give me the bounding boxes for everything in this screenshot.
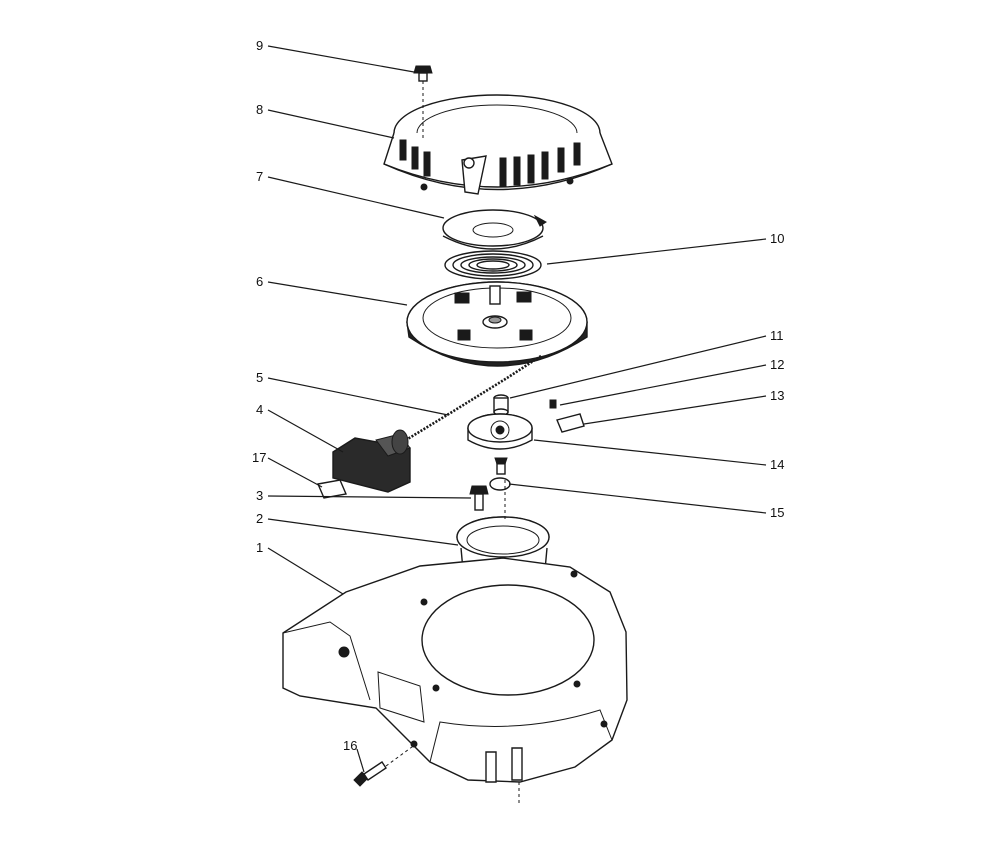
- callout-8: 8: [256, 102, 263, 117]
- callout-2: 2: [256, 511, 263, 526]
- callout-14: 14: [770, 457, 784, 472]
- starter-pulley: [406, 281, 588, 367]
- leader-lines: [267, 45, 767, 773]
- callout-1: 1: [256, 540, 263, 555]
- callout-4: 4: [256, 402, 263, 417]
- spring-retainer: [442, 209, 547, 250]
- callout-3: 3: [256, 488, 263, 503]
- recoil-spring: [444, 250, 542, 280]
- callout-16: 16: [343, 738, 357, 753]
- center-screw: [489, 457, 511, 491]
- callout-labels: 9 8 7 10 6 11 12 5 13 4 17 14 3 15 2 1 1…: [252, 38, 784, 753]
- starter-cover: [383, 94, 613, 195]
- callout-9: 9: [256, 38, 263, 53]
- callout-11: 11: [770, 328, 784, 343]
- callout-15: 15: [770, 505, 784, 520]
- decal: [317, 479, 347, 499]
- hub-screw: [469, 485, 489, 511]
- callout-5: 5: [256, 370, 263, 385]
- starter-handle: [332, 429, 411, 493]
- cam-retainer: [467, 413, 533, 450]
- callout-7: 7: [256, 169, 263, 184]
- retainer-screw: [493, 394, 509, 416]
- callout-13: 13: [770, 388, 784, 403]
- callout-10: 10: [770, 231, 784, 246]
- housing-screw: [353, 743, 417, 787]
- cover-screw: [413, 65, 433, 140]
- blower-housing: [282, 557, 628, 805]
- callout-12: 12: [770, 357, 784, 372]
- callout-17: 17: [252, 450, 266, 465]
- callout-6: 6: [256, 274, 263, 289]
- starter-pawl: [549, 399, 585, 433]
